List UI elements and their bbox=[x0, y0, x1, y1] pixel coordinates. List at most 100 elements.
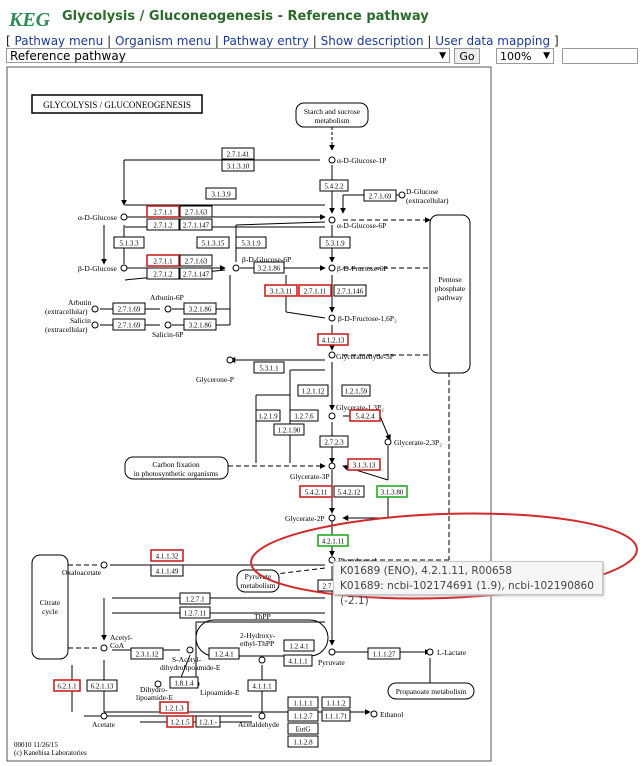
enzyme-box-frame[interactable] bbox=[319, 435, 349, 448]
enzyme-box[interactable]: 3.1.3.10 bbox=[221, 159, 255, 172]
enzyme-box-frame[interactable] bbox=[221, 159, 255, 172]
enzyme-box-frame[interactable] bbox=[287, 722, 319, 735]
enzyme-box-frame[interactable] bbox=[179, 606, 211, 619]
enzyme-box[interactable]: 2.3.1.12 bbox=[130, 647, 164, 660]
propanoate-map-box[interactable] bbox=[387, 682, 475, 700]
enzyme-box[interactable]: 1.1.2.8 bbox=[287, 735, 319, 748]
enzyme-box[interactable]: 6.2.1.13 bbox=[86, 679, 118, 692]
enzyme-box-frame[interactable] bbox=[283, 654, 313, 667]
user-data-mapping-link[interactable]: User data mapping bbox=[435, 34, 551, 48]
enzyme-box[interactable]: 2.7.1.11 bbox=[298, 284, 332, 297]
enzyme-box[interactable]: 3.1.3.13 bbox=[347, 458, 381, 471]
pentose-phosphate-map-box[interactable] bbox=[429, 214, 471, 374]
enzyme-box[interactable]: 5.1.3.15 bbox=[196, 236, 230, 249]
enzyme-box-frame[interactable] bbox=[363, 189, 397, 202]
enzyme-box-frame[interactable] bbox=[289, 409, 319, 422]
pyruvate-metabolism-map-box[interactable] bbox=[236, 569, 280, 593]
enzyme-box[interactable]: 3.2.1.86 bbox=[183, 302, 217, 315]
enzyme-box[interactable]: 2.7.1.147 bbox=[179, 267, 213, 280]
enzyme-box[interactable]: 2.7.1.2 bbox=[146, 218, 180, 231]
enzyme-box-frame[interactable] bbox=[287, 709, 319, 722]
enzyme-box-frame[interactable] bbox=[195, 715, 221, 728]
enzyme-box[interactable]: 1.2.1.12 bbox=[297, 384, 329, 397]
enzyme-box[interactable]: 2.7.1.69 bbox=[112, 318, 146, 331]
enzyme-box[interactable]: 5.4.2.12 bbox=[333, 485, 365, 498]
enzyme-box-frame[interactable] bbox=[113, 236, 145, 249]
enzyme-box[interactable]: 1.2.7.6 bbox=[289, 409, 319, 422]
enzyme-box-frame[interactable] bbox=[112, 318, 146, 331]
enzyme-box-frame[interactable] bbox=[146, 267, 180, 280]
enzyme-box[interactable]: 1.2.1.90 bbox=[273, 423, 305, 436]
enzyme-box[interactable]: 2.7.2.3 bbox=[319, 435, 349, 448]
enzyme-box[interactable]: 3.2.1.86 bbox=[253, 261, 285, 274]
citrate-cycle-map-box[interactable] bbox=[31, 554, 69, 660]
enzyme-box-frame[interactable] bbox=[299, 485, 333, 498]
enzyme-box[interactable]: 5.4.2.11 bbox=[299, 485, 333, 498]
enzyme-box-frame[interactable] bbox=[86, 679, 118, 692]
enzyme-box-frame[interactable] bbox=[287, 735, 319, 748]
enzyme-box[interactable]: 1.2.1.5 bbox=[166, 715, 194, 728]
enzyme-box-frame[interactable] bbox=[319, 179, 349, 192]
enzyme-box-frame[interactable] bbox=[150, 564, 184, 577]
enzyme-box[interactable]: 4.2.1.11 bbox=[317, 534, 349, 547]
go-button[interactable]: Go bbox=[454, 48, 480, 64]
enzyme-box-frame[interactable] bbox=[179, 267, 213, 280]
enzyme-box[interactable]: 3.1.3.9 bbox=[205, 187, 237, 200]
search-input[interactable] bbox=[562, 48, 638, 64]
enzyme-box[interactable]: 4.1.1.49 bbox=[150, 564, 184, 577]
enzyme-box[interactable]: 1.2.7.1 bbox=[179, 592, 211, 605]
enzyme-box[interactable]: 2.7.1.147 bbox=[179, 218, 213, 231]
enzyme-box[interactable]: 1.1.1.2 bbox=[321, 696, 351, 709]
enzyme-box-frame[interactable] bbox=[205, 187, 237, 200]
enzyme-box[interactable]: 5.3.1.9 bbox=[235, 236, 267, 249]
enzyme-box-frame[interactable] bbox=[112, 302, 146, 315]
enzyme-box-frame[interactable] bbox=[150, 549, 184, 562]
enzyme-box-frame[interactable] bbox=[253, 261, 285, 274]
enzyme-box-frame[interactable] bbox=[264, 284, 298, 297]
enzyme-box-frame[interactable] bbox=[333, 485, 365, 498]
enzyme-box-frame[interactable] bbox=[333, 284, 367, 297]
starch-sucrose-map-box[interactable] bbox=[295, 102, 369, 128]
enzyme-box-frame[interactable] bbox=[235, 236, 267, 249]
enzyme-box[interactable]: 5.3.1.9 bbox=[319, 236, 351, 249]
enzyme-box[interactable]: 2.7.1.63 bbox=[179, 254, 213, 267]
enzyme-box-frame[interactable] bbox=[196, 236, 230, 249]
enzyme-box-frame[interactable] bbox=[347, 458, 381, 471]
enzyme-box[interactable]: 3.1.3.80 bbox=[376, 485, 408, 498]
enzyme-box-frame[interactable] bbox=[367, 647, 401, 660]
enzyme-box[interactable]: 2.7.1.2 bbox=[146, 267, 180, 280]
enzyme-box[interactable]: 1.1.2.7 bbox=[287, 709, 319, 722]
enzyme-box[interactable]: 2.7.1.1 bbox=[146, 254, 180, 267]
enzyme-box-frame[interactable] bbox=[208, 647, 240, 660]
enzyme-box[interactable]: 2.7.1.146 bbox=[333, 284, 367, 297]
enzyme-box[interactable]: 1.1.1.1 bbox=[287, 696, 319, 709]
enzyme-box-frame[interactable] bbox=[179, 218, 213, 231]
enzyme-box[interactable]: 1.8.1.4 bbox=[169, 676, 199, 689]
enzyme-box[interactable]: 5.1.3.3 bbox=[113, 236, 145, 249]
carbon-fixation-map-box[interactable] bbox=[124, 456, 229, 480]
enzyme-box-frame[interactable] bbox=[146, 254, 180, 267]
pathway-entry-link[interactable]: Pathway entry bbox=[222, 34, 309, 48]
enzyme-box[interactable]: 2.7.1.41 bbox=[221, 147, 255, 160]
enzyme-box-frame[interactable] bbox=[130, 647, 164, 660]
organism-menu-link[interactable]: Organism menu bbox=[114, 34, 212, 48]
enzyme-box-frame[interactable] bbox=[321, 696, 351, 709]
enzyme-box-frame[interactable] bbox=[341, 384, 371, 397]
enzyme-box[interactable]: 5.3.1.1 bbox=[253, 361, 285, 374]
enzyme-box[interactable]: 1.1.1.71 bbox=[321, 709, 351, 722]
enzyme-box-frame[interactable] bbox=[287, 696, 319, 709]
enzyme-box[interactable]: 4.1.1.32 bbox=[150, 549, 184, 562]
enzyme-box-frame[interactable] bbox=[321, 709, 351, 722]
enzyme-box[interactable]: 5.4.2.2 bbox=[319, 179, 349, 192]
enzyme-box-frame[interactable] bbox=[166, 715, 194, 728]
enzyme-box-frame[interactable] bbox=[146, 218, 180, 231]
pathway-menu-link[interactable]: Pathway menu bbox=[14, 34, 104, 48]
enzyme-box-frame[interactable] bbox=[169, 676, 199, 689]
enzyme-box-frame[interactable] bbox=[283, 639, 315, 652]
enzyme-box-frame[interactable] bbox=[179, 205, 213, 218]
enzyme-box[interactable]: 3.2.1.86 bbox=[183, 318, 217, 331]
enzyme-box[interactable]: 3.1.3.11 bbox=[264, 284, 298, 297]
enzyme-box-frame[interactable] bbox=[183, 318, 217, 331]
enzyme-box[interactable]: 4.1.2.13 bbox=[317, 333, 349, 346]
enzyme-box-frame[interactable] bbox=[298, 284, 332, 297]
